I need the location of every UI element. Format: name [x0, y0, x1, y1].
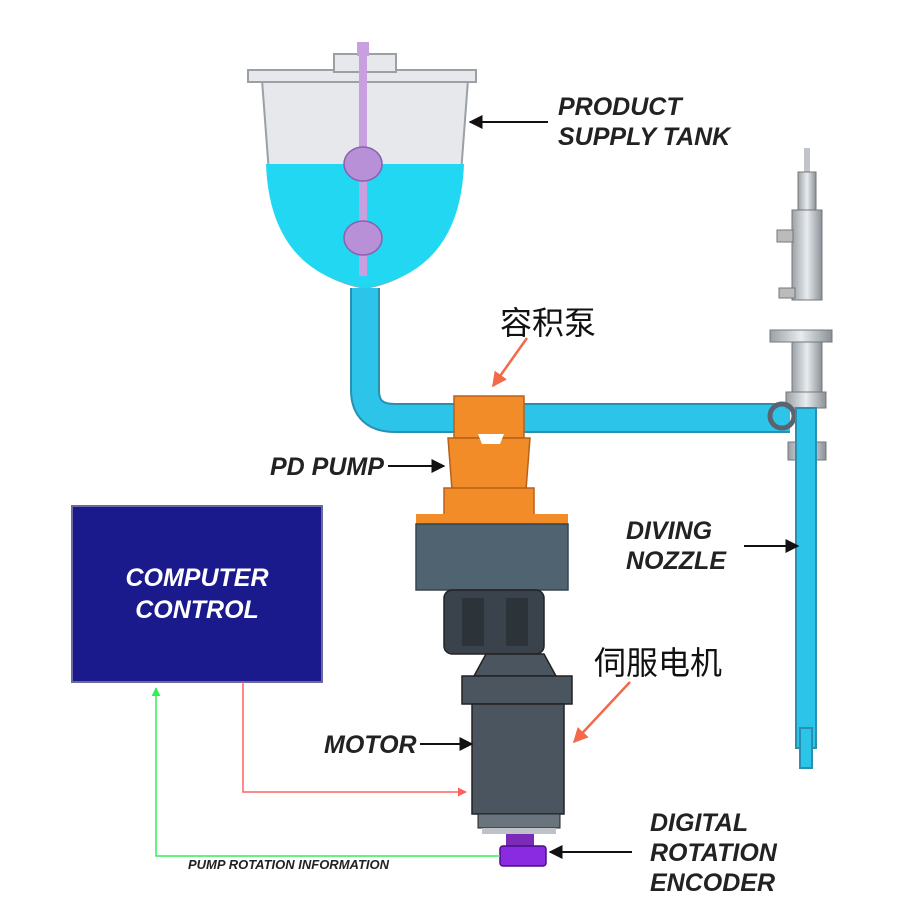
pd-pump-cn-label: 容积泵: [500, 304, 597, 342]
diving-nozzle-label-line2: NOZZLE: [626, 547, 726, 575]
supply-pipe: [350, 288, 790, 433]
mounting-plate: [415, 523, 569, 591]
computer-control-box: [71, 505, 323, 683]
feedback-signal-line: [151, 687, 500, 857]
control-signal-line: [242, 682, 467, 797]
computer-control-label-line2: CONTROL: [135, 596, 259, 624]
diving-nozzle: [767, 148, 833, 769]
motor-cn-arrow: [572, 681, 631, 744]
computer-control-label: COMPUTER CONTROL: [72, 562, 322, 626]
float-upper: [343, 146, 383, 182]
digital-rotation-encoder-label-line1: DIGITAL: [650, 809, 749, 837]
nozzle-tube: [795, 407, 817, 749]
product-supply-tank-label: PRODUCT SUPPLY TANK: [558, 92, 730, 152]
pd-pump-label: PD PUMP: [270, 453, 384, 481]
diving-nozzle-label: DIVING NOZZLE: [626, 516, 726, 576]
pd-pump-cn-arrow: [491, 337, 529, 388]
pump-rotation-information-label: PUMP ROTATION INFORMATION: [188, 857, 389, 872]
digital-rotation-encoder-label-line3: ENCODER: [650, 869, 776, 897]
diving-nozzle-label-line1: DIVING: [626, 517, 713, 545]
digital-rotation-encoder-label: DIGITAL ROTATION ENCODER: [650, 808, 777, 898]
pd-pump: [416, 395, 568, 526]
computer-control-label-line1: COMPUTER: [125, 564, 269, 592]
product-supply-tank-label-line1: PRODUCT: [558, 93, 682, 121]
motor-cn-label: 伺服电机: [594, 644, 723, 682]
digital-rotation-encoder-label-line2: ROTATION: [650, 839, 777, 867]
product-supply-tank-label-line2: SUPPLY TANK: [558, 123, 731, 151]
servo-motor: [443, 589, 573, 834]
motor-label: MOTOR: [324, 731, 417, 759]
product-supply-tank: [247, 42, 477, 290]
digital-rotation-encoder: [499, 834, 547, 867]
float-lower: [343, 220, 383, 256]
